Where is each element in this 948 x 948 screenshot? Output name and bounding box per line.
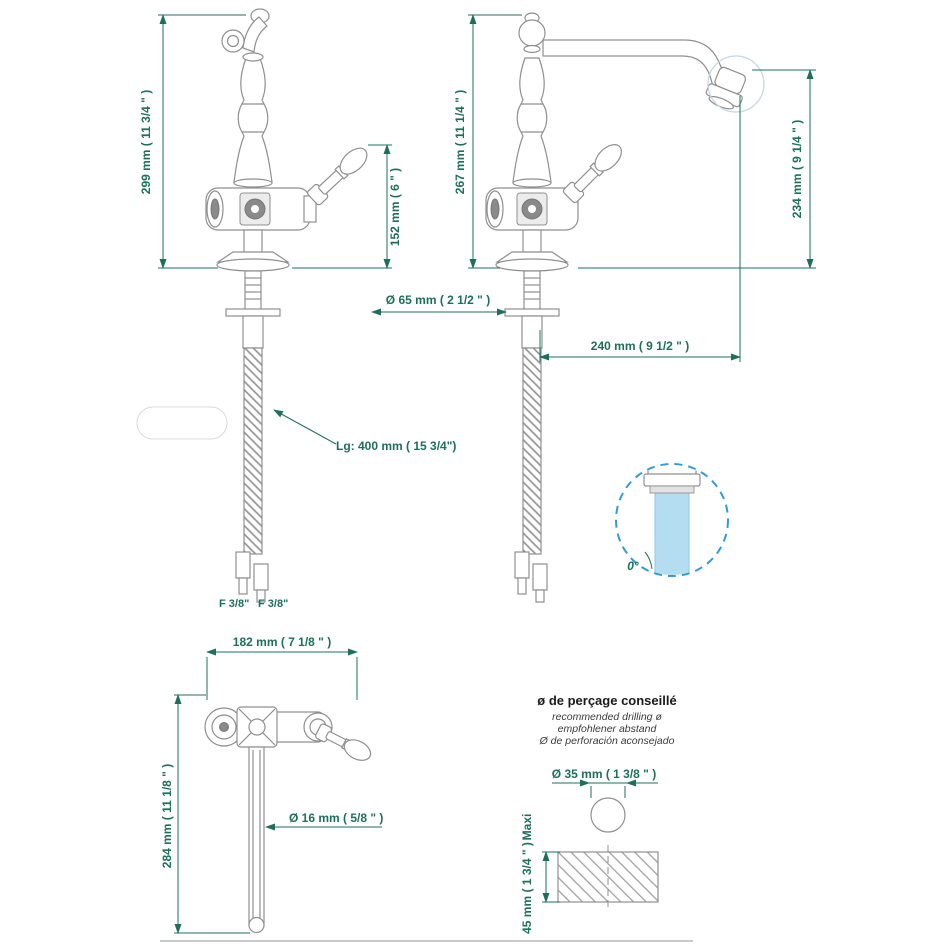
drilling-subtitle-en: recommended drilling ø xyxy=(552,711,662,723)
label-maxi: Maxi xyxy=(520,814,534,841)
dim-side-lever-height: 152 mm ( 6 " ) xyxy=(388,168,402,246)
ball-finial xyxy=(518,19,546,47)
drilling-subtitle-es: Ø de perforación aconsejado xyxy=(539,735,675,747)
spout-flow-detail xyxy=(615,463,729,577)
ceramic-grip xyxy=(594,144,622,172)
lever-handle xyxy=(307,147,368,206)
water-stream xyxy=(654,491,690,575)
mounting-nut xyxy=(521,315,543,349)
drilling-title: ø de perçage conseillé xyxy=(537,693,676,708)
faucet-shank-view xyxy=(204,706,372,934)
drill-hole-circle xyxy=(590,797,626,833)
label-hole-diameter: Ø 35 mm ( 1 3/8 " ) xyxy=(552,767,656,781)
faucet-side-view xyxy=(205,8,368,603)
hose-fitting-right xyxy=(253,563,269,591)
masked-label-capsule xyxy=(136,406,228,440)
dim-side-total-height: 299 mm ( 11 3/4 " ) xyxy=(139,90,153,194)
label-hose-length: Lg: 400 mm ( 15 3/4") xyxy=(336,439,456,453)
ceramic-grip xyxy=(343,739,372,761)
label-pipe-diameter: Ø 16 mm ( 5/8 " ) xyxy=(289,811,383,825)
hose-fitting-left xyxy=(514,551,530,579)
mounting-plate xyxy=(504,308,560,317)
detail-dashed-circle xyxy=(615,463,729,577)
swan-spout xyxy=(542,39,726,87)
dim-front-total-height: 267 mm ( 11 1/4 " ) xyxy=(453,90,467,194)
spout-outlet-ring xyxy=(221,29,245,53)
flexible-hose xyxy=(522,347,542,555)
dim-bottom-width: 182 mm ( 7 1/8 " ) xyxy=(233,635,331,649)
dim-max-thickness: 45 mm ( 1 3/4 " ) xyxy=(520,842,534,934)
drilling-subtitle-de: empfohlener abstand xyxy=(558,723,658,735)
dim-front-spout-height: 234 mm ( 9 1/4 " ) xyxy=(790,120,804,218)
label-fitting-right: F 3/8" xyxy=(258,598,288,610)
labels: 299 mm ( 11 3/4 " ) 152 mm ( 6 " ) Ø 65 … xyxy=(139,90,804,934)
supply-pipe xyxy=(248,746,265,926)
column-body xyxy=(233,57,273,183)
faucet-front-view xyxy=(485,12,765,603)
label-fitting-left: F 3/8" xyxy=(219,598,249,610)
detail-source-circle xyxy=(707,55,765,113)
threaded-shank xyxy=(244,270,262,312)
aerator-face xyxy=(649,485,695,494)
label-base-diameter: Ø 65 mm ( 2 1/2 " ) xyxy=(386,293,490,307)
dimension-lines xyxy=(158,14,816,934)
mounting-nut xyxy=(242,315,264,349)
threaded-shank xyxy=(523,270,541,312)
dim-front-reach: 240 mm ( 9 1/2 " ) xyxy=(591,339,689,353)
lever-handle xyxy=(315,723,372,761)
hose-fitting-left xyxy=(235,551,251,579)
flexible-hose xyxy=(243,347,263,555)
dim-bottom-height: 284 mm ( 11 1/8 " ) xyxy=(160,764,174,868)
pipe-end xyxy=(248,916,265,934)
drilling-guide-graphics xyxy=(557,797,659,909)
ceramic-grip xyxy=(339,147,368,175)
spout-aerator xyxy=(705,66,747,110)
column-body xyxy=(512,57,552,183)
hose-fitting-right xyxy=(532,563,548,591)
angle-arc xyxy=(644,551,653,570)
lever-handle xyxy=(562,144,622,204)
mounting-plate xyxy=(225,308,281,317)
label-flow-angle: 0° xyxy=(627,559,639,573)
